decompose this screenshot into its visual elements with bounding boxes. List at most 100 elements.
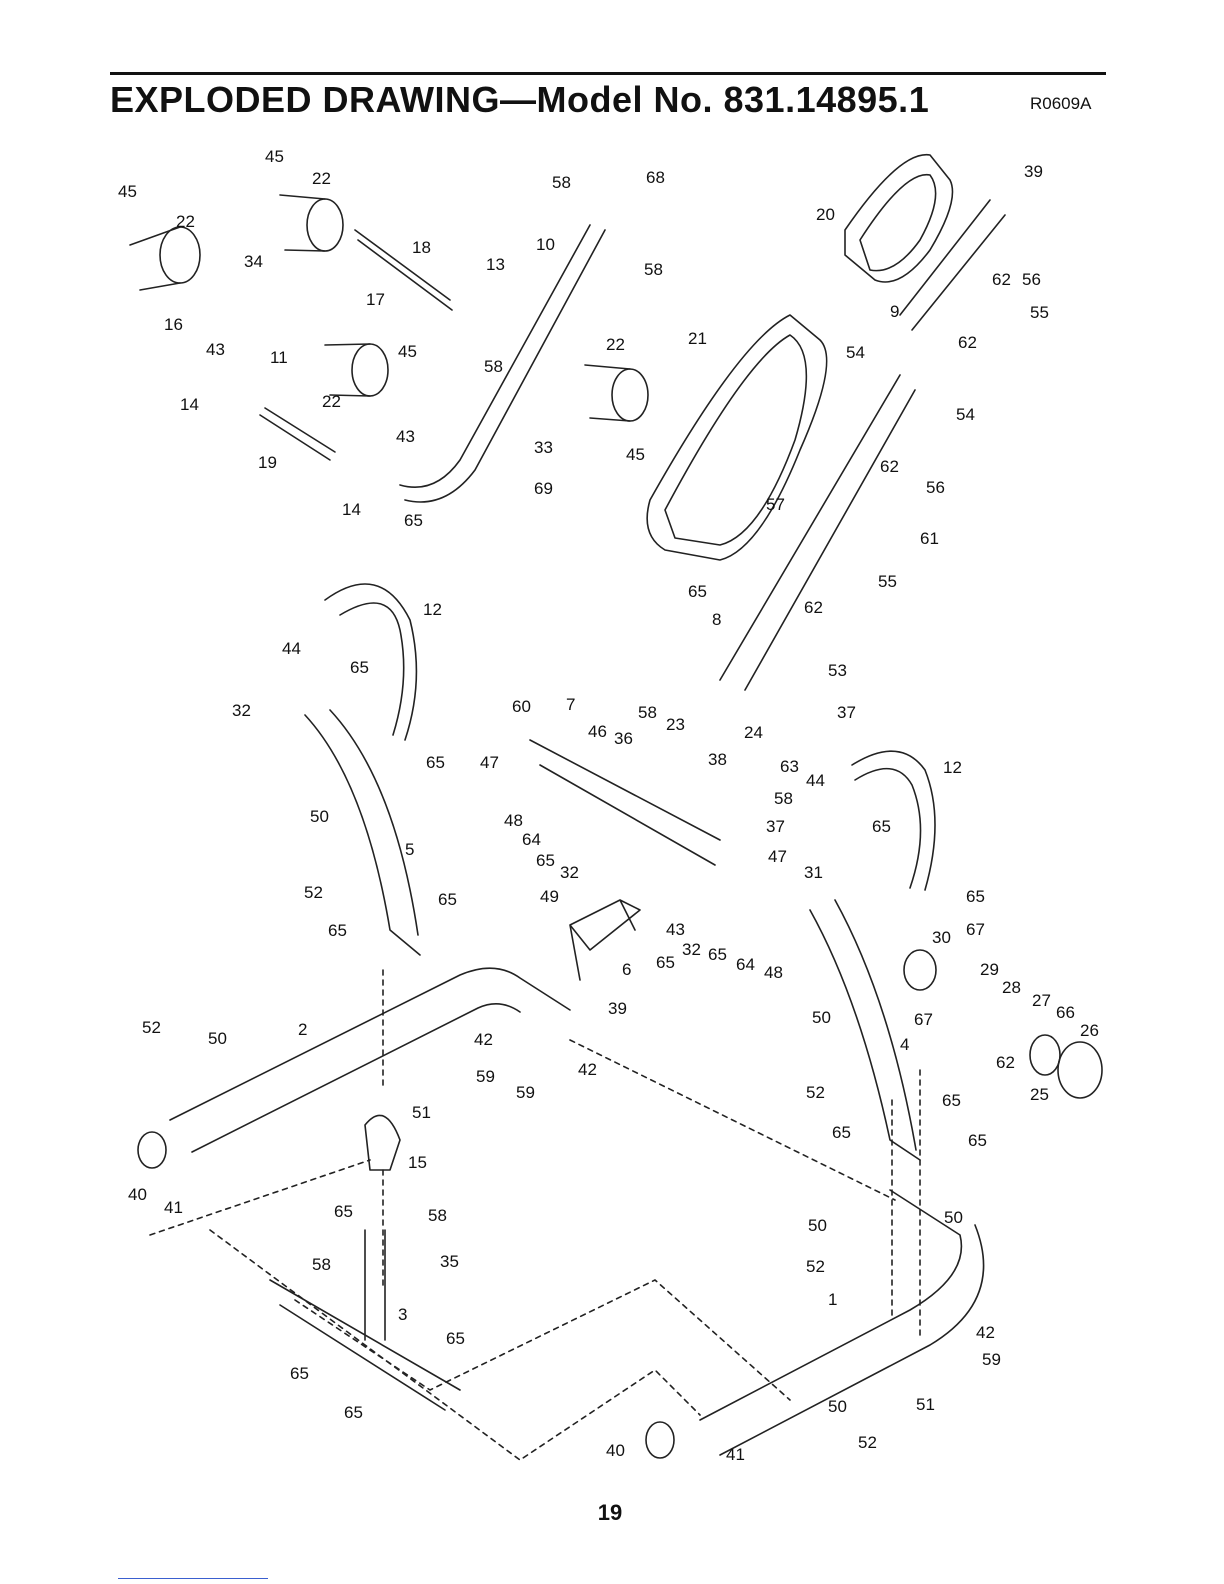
callout-65-e: 65 (536, 851, 555, 870)
callout-37-b: 37 (766, 817, 785, 836)
callout-50-d: 50 (944, 1208, 963, 1227)
callout-56-b: 56 (926, 478, 945, 497)
callout-58-f: 58 (428, 1206, 447, 1225)
drawing-reference-code: R0609A (1030, 94, 1092, 113)
callout-50-f: 50 (828, 1397, 847, 1416)
callout-21: 21 (688, 329, 707, 348)
callout-25: 25 (1030, 1085, 1049, 1104)
callout-47-b: 47 (768, 847, 787, 866)
callout-50-c: 50 (812, 1008, 831, 1027)
callout-45-d: 45 (626, 445, 645, 464)
callout-17: 17 (366, 290, 385, 309)
callout-16: 16 (164, 315, 183, 334)
crossbar-part-7 (529, 739, 721, 866)
callout-52-d: 52 (806, 1257, 825, 1276)
callout-62-c: 62 (880, 457, 899, 476)
callout-49: 49 (540, 887, 559, 906)
callout-10: 10 (536, 235, 555, 254)
upright-part-4 (809, 899, 921, 1161)
callout-56-a: 56 (1022, 270, 1041, 289)
callout-41-b: 41 (726, 1445, 745, 1464)
callout-33: 33 (534, 438, 553, 457)
callout-13: 13 (486, 255, 505, 274)
callout-45-a: 45 (118, 182, 137, 201)
callout-51-b: 51 (916, 1395, 935, 1414)
title-rule (110, 72, 1106, 75)
callout-32-c: 32 (682, 940, 701, 959)
leg-lever-part-10 (399, 224, 606, 503)
callout-53: 53 (828, 661, 847, 680)
callout-43-c: 43 (666, 920, 685, 939)
callout-42-c: 42 (976, 1323, 995, 1342)
shaft-part-19 (259, 407, 336, 461)
callout-65-j: 65 (872, 817, 891, 836)
callout-30: 30 (932, 928, 951, 947)
callout-65-o: 65 (334, 1202, 353, 1221)
frame-part-2-lower (191, 1003, 521, 1153)
callout-6: 6 (622, 960, 631, 979)
tube-part-15 (364, 1114, 401, 1171)
callout-65-n: 65 (968, 1131, 987, 1150)
tube-part-3 (364, 1229, 386, 1341)
footer-link-underline (118, 1578, 268, 1579)
callout-45-c: 45 (398, 342, 417, 361)
callout-48-a: 48 (504, 811, 523, 830)
callout-12-left: 12 (423, 600, 442, 619)
callout-65-a: 65 (404, 511, 423, 530)
foot-bar (269, 1279, 461, 1411)
callout-46: 46 (588, 722, 607, 741)
callout-65-c: 65 (350, 658, 369, 677)
callout-61: 61 (920, 529, 939, 548)
callout-65-p: 65 (446, 1329, 465, 1348)
callout-24: 24 (744, 723, 763, 742)
roller-22-c (351, 343, 389, 397)
callout-32-b: 32 (560, 863, 579, 882)
callout-9: 9 (890, 302, 899, 321)
callout-32-a: 32 (232, 701, 251, 720)
callout-4: 4 (900, 1035, 909, 1054)
tube-part-9 (899, 199, 1006, 331)
seat-pad-part-21 (646, 314, 828, 561)
frame-part-2 (169, 967, 571, 1121)
callout-65-l: 65 (942, 1091, 961, 1110)
callout-48-b: 48 (764, 963, 783, 982)
callout-42-a: 42 (474, 1030, 493, 1049)
callout-44-a: 44 (282, 639, 301, 658)
callout-62-a: 62 (992, 270, 1011, 289)
callout-40-a: 40 (128, 1185, 147, 1204)
callout-62-b: 62 (958, 333, 977, 352)
roller-22-b (306, 198, 344, 252)
callout-22-d: 22 (606, 335, 625, 354)
callout-52-c: 52 (806, 1083, 825, 1102)
callout-5: 5 (405, 840, 414, 859)
callout-66: 66 (1056, 1003, 1075, 1022)
callout-58-g: 58 (312, 1255, 331, 1274)
callout-63: 63 (780, 757, 799, 776)
knob-part-26 (1029, 1034, 1061, 1076)
callout-50-e: 50 (808, 1216, 827, 1235)
callout-57: 57 (766, 495, 785, 514)
callout-54-b: 54 (956, 405, 975, 424)
callout-58-e: 58 (774, 789, 793, 808)
callout-26: 26 (1080, 1021, 1099, 1040)
callout-52-a: 52 (142, 1018, 161, 1037)
callout-23: 23 (666, 715, 685, 734)
callout-37-a: 37 (837, 703, 856, 722)
callout-19: 19 (258, 453, 277, 472)
callout-55-b: 55 (878, 572, 897, 591)
callout-55-a: 55 (1030, 303, 1049, 322)
callout-39-b: 39 (608, 999, 627, 1018)
callout-52-b: 52 (304, 883, 323, 902)
callout-42-b: 42 (578, 1060, 597, 1079)
callout-62-e: 62 (996, 1053, 1015, 1072)
callout-3: 3 (398, 1305, 407, 1324)
frame-part-1 (699, 1189, 963, 1421)
upright-part-5 (304, 709, 421, 956)
callout-65-g: 65 (328, 921, 347, 940)
callout-51-a: 51 (412, 1103, 431, 1122)
knob-part-25 (1057, 1041, 1103, 1099)
page-title: EXPLODED DRAWING—Model No. 831.14895.1 (110, 79, 930, 120)
assembly-guide-center (294, 1039, 896, 1401)
callout-65-f: 65 (438, 890, 457, 909)
callout-65-q: 65 (290, 1364, 309, 1383)
